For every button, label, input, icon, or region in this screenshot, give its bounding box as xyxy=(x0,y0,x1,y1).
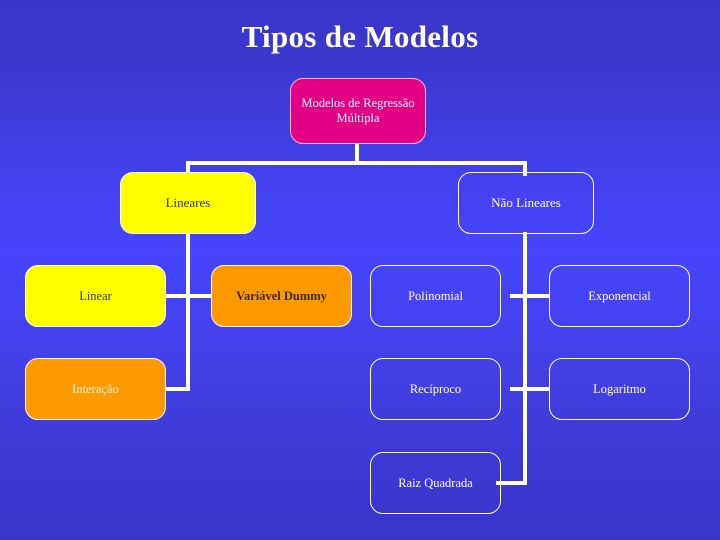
node-label: Interação xyxy=(72,381,119,396)
connector-left-row3 xyxy=(163,387,190,391)
node-label: Polinomial xyxy=(408,288,463,303)
node-label: Raiz Quadrada xyxy=(398,475,473,490)
node-interacao[interactable]: Interação xyxy=(25,358,166,420)
node-label: Não Lineares xyxy=(491,195,561,211)
node-variavel-dummy[interactable]: Variável Dummy xyxy=(211,265,352,327)
connector-right-row2 xyxy=(510,294,550,298)
node-label: Lineares xyxy=(165,195,211,211)
connector-drop-lineares xyxy=(186,161,190,176)
node-modelos-de-regressao-multipla[interactable]: Modelos de Regressão Múltipla xyxy=(290,78,426,144)
connector-spine-right xyxy=(523,232,527,485)
node-label-line2: Múltipla xyxy=(336,111,380,125)
node-reciproco[interactable]: Recíproco xyxy=(370,358,501,420)
page-title: Tipos de Modelos xyxy=(241,19,479,54)
connector-left-row2 xyxy=(163,294,213,298)
node-label: Exponencial xyxy=(588,288,651,303)
node-exponencial[interactable]: Exponencial xyxy=(549,265,690,327)
node-label: Recíproco xyxy=(409,381,462,396)
node-label: Modelos de Regressão Múltipla xyxy=(295,96,420,126)
connector-branch-bus xyxy=(186,161,527,165)
node-label: Logaritmo xyxy=(593,381,646,396)
node-raiz-quadrada[interactable]: Raiz Quadrada xyxy=(370,452,501,514)
node-label: Linear xyxy=(79,288,112,303)
node-logaritmo[interactable]: Logaritmo xyxy=(549,358,690,420)
connector-root-stem xyxy=(355,142,359,164)
node-polinomial[interactable]: Polinomial xyxy=(370,265,501,327)
node-lineares[interactable]: Lineares xyxy=(120,172,256,234)
node-nao-lineares[interactable]: Não Lineares xyxy=(458,172,594,234)
node-label: Variável Dummy xyxy=(236,288,327,303)
connector-drop-naolineares xyxy=(523,161,527,176)
node-linear[interactable]: Linear xyxy=(25,265,166,327)
node-label-line1: Modelos de Regressão xyxy=(301,96,415,111)
connector-spine-left xyxy=(186,232,190,391)
connector-right-row3 xyxy=(510,387,550,391)
connector-right-row4 xyxy=(496,481,527,485)
